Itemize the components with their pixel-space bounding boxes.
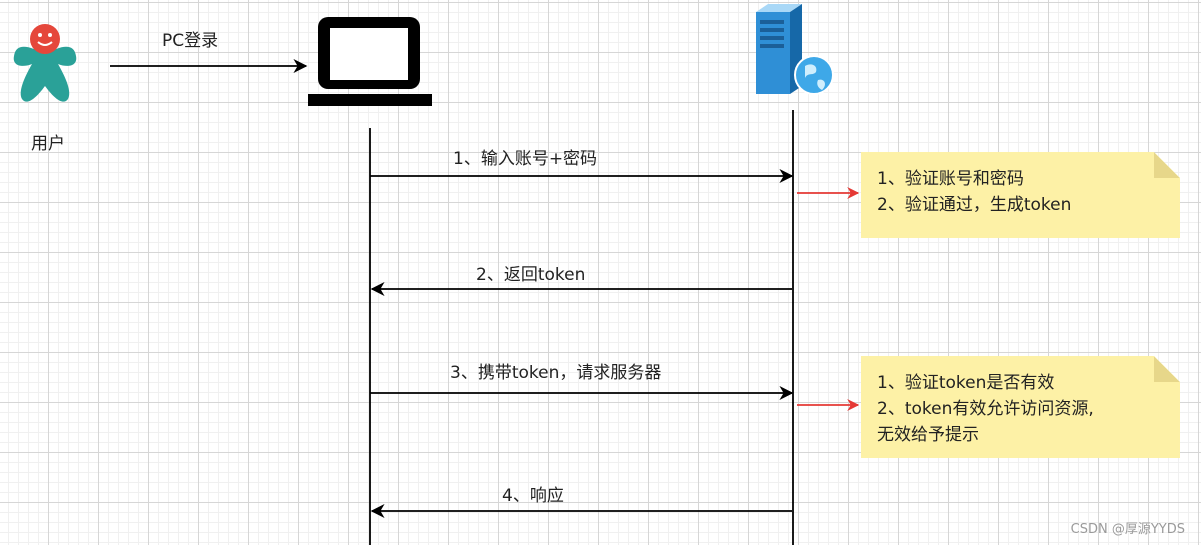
user-label: 用户 [31,134,65,154]
login-label: PC登录 [162,31,219,51]
message-label-3: 3、携带token，请求服务器 [450,363,662,383]
note-1-line-1: 1、验证账号和密码 [877,169,1024,189]
server-icon [756,4,834,95]
note-2-line-1: 1、验证token是否有效 [877,373,1055,393]
user-icon [13,24,77,102]
note-2-line-3: 无效给予提示 [877,425,979,445]
note-1-line-2: 2、验证通过，生成token [877,195,1072,215]
note-validate-token: 1、验证token是否有效 2、token有效允许访问资源, 无效给予提示 [861,356,1180,458]
message-label-2: 2、返回token [476,265,586,285]
message-label-1: 1、输入账号+密码 [453,149,598,169]
message-label-4: 4、响应 [502,486,564,506]
note-2-line-2: 2、token有效允许访问资源, [877,399,1094,419]
watermark: CSDN @厚源YYDS [1070,522,1185,537]
laptop-icon [308,17,432,106]
note-validate-credentials: 1、验证账号和密码 2、验证通过，生成token [861,152,1180,238]
